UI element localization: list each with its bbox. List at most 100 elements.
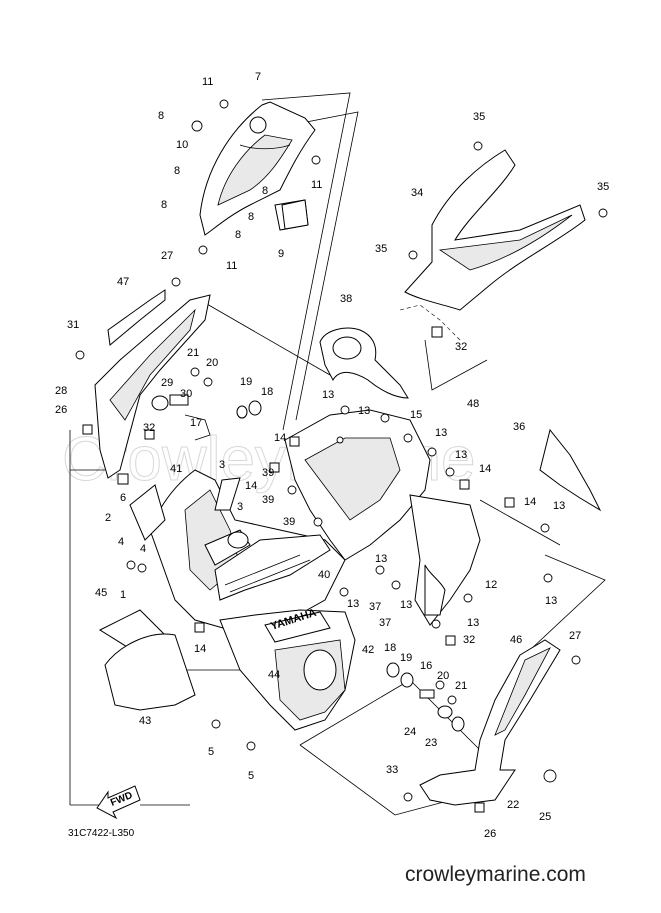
callout: 13 xyxy=(435,427,447,439)
callout: 47 xyxy=(117,276,129,288)
callout: 13 xyxy=(455,449,467,461)
callout: 13 xyxy=(322,389,334,401)
website-link[interactable]: crowleymarine.com xyxy=(405,863,586,886)
callout: 35 xyxy=(375,243,387,255)
callout: 13 xyxy=(467,617,479,629)
small-hardware xyxy=(151,367,465,732)
callout: 18 xyxy=(261,386,273,398)
callout: 46 xyxy=(510,634,522,646)
callout: 10 xyxy=(176,139,188,151)
callout: 27 xyxy=(161,250,173,262)
callout: 18 xyxy=(384,642,396,654)
callout: 26 xyxy=(55,404,67,416)
callout: 12 xyxy=(485,579,497,591)
callout: 38 xyxy=(340,293,352,305)
lower-front-panel xyxy=(219,609,356,731)
rear-cover-34 xyxy=(404,149,586,311)
callout: 14 xyxy=(245,480,257,492)
callout-labels: 7 11 8 10 8 8 8 11 8 8 9 11 35 35 34 35 … xyxy=(55,71,609,840)
callout: 39 xyxy=(262,467,274,479)
callout: 30 xyxy=(180,388,192,400)
left-side-panel xyxy=(94,289,211,479)
callout: 25 xyxy=(539,811,551,823)
callout: 8 xyxy=(248,211,254,223)
callout: 14 xyxy=(524,496,536,508)
callout: 40 xyxy=(318,569,330,581)
callout: 26 xyxy=(484,828,496,840)
callout: 29 xyxy=(161,377,173,389)
callout: 45 xyxy=(95,587,107,599)
meter-cover-38 xyxy=(319,327,409,399)
callout: 15 xyxy=(410,409,422,421)
callout: 8 xyxy=(158,110,164,122)
callout: 21 xyxy=(455,680,467,692)
callout: 1 xyxy=(120,589,126,601)
callout: 42 xyxy=(362,644,374,656)
callout: 9 xyxy=(278,248,284,260)
callout: 21 xyxy=(187,347,199,359)
screws xyxy=(75,99,608,802)
callout: 6 xyxy=(120,492,126,504)
callout: 36 xyxy=(513,421,525,433)
callout: 23 xyxy=(425,737,437,749)
callout: 16 xyxy=(420,660,432,672)
bottom-plates xyxy=(98,609,196,711)
callout: 5 xyxy=(208,746,214,758)
side-panel-36 xyxy=(539,428,602,512)
callout: 27 xyxy=(569,630,581,642)
callout: 37 xyxy=(369,601,381,613)
callout: 8 xyxy=(174,165,180,177)
clips xyxy=(82,199,515,813)
callout: 35 xyxy=(597,181,609,193)
callout: 17 xyxy=(190,417,202,429)
callout: 8 xyxy=(262,185,268,197)
callout: 37 xyxy=(379,617,391,629)
callout: 2 xyxy=(105,512,111,524)
bracket-2 xyxy=(117,473,166,541)
lower-side-panel-22 xyxy=(419,639,561,806)
callout: 34 xyxy=(411,187,423,199)
callout: 43 xyxy=(139,715,151,727)
callout: 7 xyxy=(255,71,261,83)
diagram-code: 31C7422-L350 xyxy=(68,828,135,839)
callout: 41 xyxy=(170,463,182,475)
callout: 13 xyxy=(553,500,565,512)
callout: 32 xyxy=(463,634,475,646)
callout: 11 xyxy=(202,76,213,88)
callout: 3 xyxy=(237,501,243,513)
callout: 39 xyxy=(262,494,274,506)
callout: 20 xyxy=(437,670,449,682)
callout: 13 xyxy=(347,598,359,610)
callout: 11 xyxy=(311,179,322,191)
callout: 24 xyxy=(404,726,416,738)
callout: 28 xyxy=(55,385,67,397)
callout: 14 xyxy=(479,463,491,475)
callout: 19 xyxy=(240,376,252,388)
callout: 13 xyxy=(358,405,370,417)
callout: 5 xyxy=(248,770,254,782)
callout: 39 xyxy=(283,516,295,528)
callout: 13 xyxy=(400,599,412,611)
callout: 3 xyxy=(219,459,225,471)
callout: 13 xyxy=(375,553,387,565)
callout: 32 xyxy=(143,422,155,434)
callout: 8 xyxy=(161,199,167,211)
callout: 32 xyxy=(455,341,467,353)
front-fairing xyxy=(149,469,346,631)
callout: 4 xyxy=(140,543,146,555)
callout: 14 xyxy=(274,432,286,444)
callout: 22 xyxy=(507,799,519,811)
callout: 35 xyxy=(473,111,485,123)
callout: 48 xyxy=(467,398,479,410)
callout: 14 xyxy=(194,643,206,655)
callout: 44 xyxy=(268,669,280,681)
callout: 4 xyxy=(118,536,124,548)
fwd-arrow: FWD xyxy=(96,785,141,820)
callout: 19 xyxy=(400,652,412,664)
callout: 31 xyxy=(67,319,79,331)
callout: 11 xyxy=(226,260,237,272)
callout: 33 xyxy=(386,764,398,776)
callout: 20 xyxy=(206,357,218,369)
callout: 13 xyxy=(545,595,557,607)
